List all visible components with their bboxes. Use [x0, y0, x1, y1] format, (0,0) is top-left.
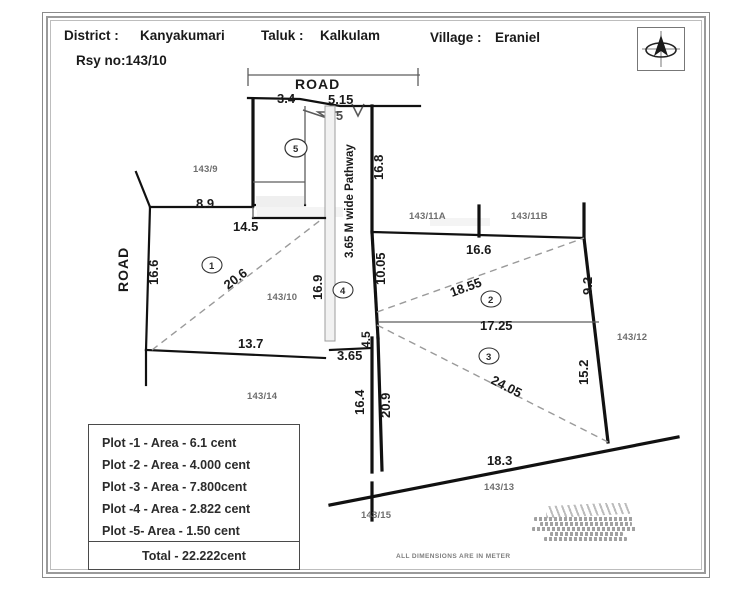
- centre-vert-lower: [376, 336, 384, 472]
- plot-marker-5-circle: [284, 138, 308, 158]
- survey-no-143-11b: 143/11B: [511, 211, 548, 222]
- sheet-border-outer: [42, 12, 710, 578]
- surveyor-stamp: [528, 503, 646, 541]
- legend-total: Total - 22.222cent: [89, 541, 299, 569]
- dim-18-3: 18.3: [487, 453, 512, 468]
- dim-18-55: 18.55: [448, 275, 484, 300]
- centre-vert-mid: [370, 230, 380, 340]
- legend-row-plot-3: Plot -3 - Area - 7.800cent: [102, 480, 247, 494]
- boundary-137-seg: [144, 348, 327, 360]
- dim-8-9: 8.9: [196, 196, 214, 211]
- bottom-seg-365: [328, 346, 374, 352]
- plot-marker-3-circle: [478, 347, 500, 365]
- plot-marker-1: 1: [209, 261, 215, 272]
- survey-no-143-15: 143/15: [361, 510, 392, 521]
- road-top-label: ROAD: [295, 76, 340, 92]
- dim-20-6: 20.6: [221, 265, 250, 292]
- village-value: Eraniel: [495, 30, 540, 45]
- dim-24-05: 24.05: [489, 372, 525, 400]
- road-bottom-boundary: [246, 96, 422, 108]
- dim-top-right: 5.15: [328, 92, 353, 107]
- district-label: District :: [64, 28, 119, 43]
- rsy-number: Rsy no:143/10: [76, 53, 167, 68]
- north-arrow-icon: [642, 31, 680, 67]
- dim-right-16-6: 16.6: [466, 242, 491, 257]
- plot-marker-5: 5: [293, 144, 299, 155]
- taluk-label: Taluk :: [261, 28, 304, 43]
- plot-area-legend: Plot -1 - Area - 6.1 cent Plot -2 - Area…: [88, 424, 300, 570]
- village-label: Village :: [430, 30, 482, 45]
- pathway-strip: [324, 105, 336, 342]
- plot-marker-2-circle: [480, 290, 502, 308]
- boundary-right-outer: [582, 236, 610, 444]
- survey-no-143-12: 143/12: [617, 332, 647, 343]
- stamp-text-line-5: [544, 537, 627, 541]
- survey-no-143-10: 143/10: [267, 292, 297, 303]
- survey-no-143-9: 143/9: [193, 164, 218, 175]
- dim-16-9: 16.9: [310, 275, 325, 300]
- shade-patch-a: [256, 196, 304, 210]
- plot-marker-2: 2: [488, 295, 493, 306]
- taluk-value: Kalkulam: [320, 28, 380, 43]
- dim-16-4: 16.4: [352, 389, 367, 415]
- plot-marker-3: 3: [486, 352, 491, 363]
- dim-16-8: 16.8: [371, 155, 386, 180]
- boundary-left-top-seg: [134, 170, 152, 209]
- plot2-diagonal: [376, 237, 585, 313]
- dim-10-05: 10.05: [373, 252, 388, 285]
- survey-no-143-11a: 143/11A: [409, 211, 446, 222]
- stamp-text-line-3: [532, 527, 636, 531]
- plot-marker-1-circle: [201, 256, 223, 274]
- legend-row-plot-4: Plot -4 - Area - 2.822 cent: [102, 502, 251, 516]
- bottom-long-boundary: [328, 435, 680, 507]
- footer-note: ALL DIMENSIONS ARE IN METER: [396, 553, 510, 560]
- sheet-border-middle: [46, 16, 706, 574]
- plot-marker-4: 4: [340, 286, 346, 297]
- stamp-text-line-1: [534, 517, 634, 521]
- boundary-left-166-seg: [144, 205, 152, 352]
- survey-no-143-13: 143/13: [484, 482, 514, 493]
- legend-row-plot-5: Plot -5- Area - 1.50 cent: [102, 524, 240, 538]
- dim-17-25: 17.25: [480, 318, 513, 333]
- dim-9-2: 9.2: [580, 277, 595, 295]
- dim-15-2: 15.2: [576, 360, 591, 385]
- district-value: Kanyakumari: [140, 28, 225, 43]
- stamp-text-line-2: [540, 522, 633, 526]
- compass-box: [637, 27, 685, 71]
- dim-left-16-6: 16.6: [146, 260, 161, 285]
- legend-row-plot-2: Plot -2 - Area - 4.000 cent: [102, 458, 251, 472]
- dim-14-5: 14.5: [233, 219, 258, 234]
- legend-row-plot-1: Plot -1 - Area - 6.1 cent: [102, 436, 237, 450]
- stamp-text-line-4: [550, 532, 624, 536]
- dim-3-65: 3.65: [337, 348, 362, 363]
- shade-patch-b: [257, 207, 343, 217]
- dim-4-5: 4.5: [359, 331, 373, 348]
- legend-rows: Plot -1 - Area - 6.1 cent Plot -2 - Area…: [89, 425, 299, 542]
- survey-no-143-14: 143/14: [247, 391, 278, 402]
- shade-patch-c: [430, 218, 490, 226]
- dim-top-left: 3.4: [277, 91, 296, 106]
- sheet-border-inner: [50, 20, 702, 570]
- dim-20-9: 20.9: [378, 393, 393, 418]
- pathway-label: 3.65 M wide Pathway: [344, 144, 356, 258]
- plot-marker-4-circle: [332, 281, 354, 299]
- road-left-label: ROAD: [115, 247, 131, 292]
- dim-13-7: 13.7: [238, 336, 263, 351]
